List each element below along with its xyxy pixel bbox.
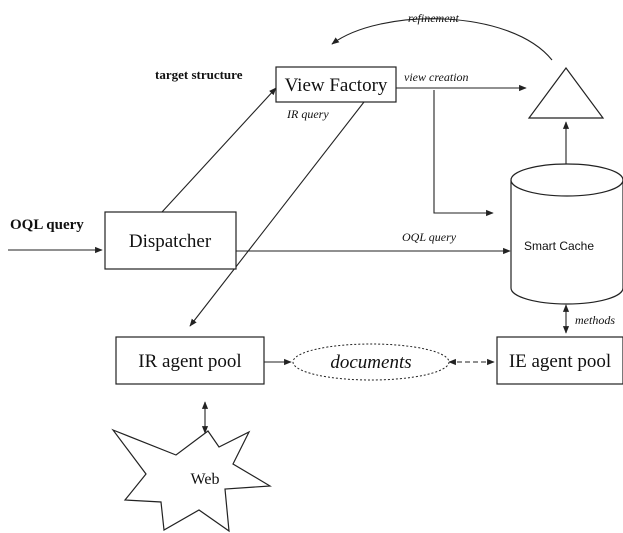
methods-label: methods: [575, 313, 615, 327]
edge-view-factory-to-smart-cache: [433, 90, 494, 217]
oql-query-input-label: OQL query: [10, 217, 84, 233]
web-node: Web: [111, 428, 272, 533]
view-triangle: [527, 66, 605, 119]
ir-agent-pool-node: IR agent pool: [115, 336, 265, 385]
smart-cache-label: Smart Cache: [524, 239, 594, 253]
edge-refinement: [331, 18, 553, 61]
view-factory-node: View Factory: [275, 66, 397, 103]
smart-cache-node: Smart Cache: [510, 163, 623, 305]
ie-agent-pool-label: IE agent pool: [509, 351, 611, 372]
dispatcher-label: Dispatcher: [129, 231, 212, 252]
web-starburst: [111, 428, 272, 533]
target-structure-label: target structure: [155, 67, 243, 82]
oql-query-edge-label: OQL query: [402, 230, 457, 244]
edge-dispatcher-to-view-factory: [161, 87, 277, 213]
documents-label: documents: [330, 352, 411, 373]
ie-agent-pool-node: IE agent pool: [496, 336, 623, 385]
refinement-label: refinement: [408, 11, 460, 25]
view-creation-label: view creation: [404, 70, 469, 84]
web-label: Web: [191, 471, 220, 488]
edge-view-factory-to-ir-pool: [189, 101, 365, 327]
documents-node: documents: [292, 343, 450, 381]
view-factory-label: View Factory: [285, 75, 388, 96]
ir-query-label: IR query: [286, 107, 329, 121]
dispatcher-node: Dispatcher: [104, 211, 237, 270]
ir-agent-pool-label: IR agent pool: [138, 351, 241, 372]
